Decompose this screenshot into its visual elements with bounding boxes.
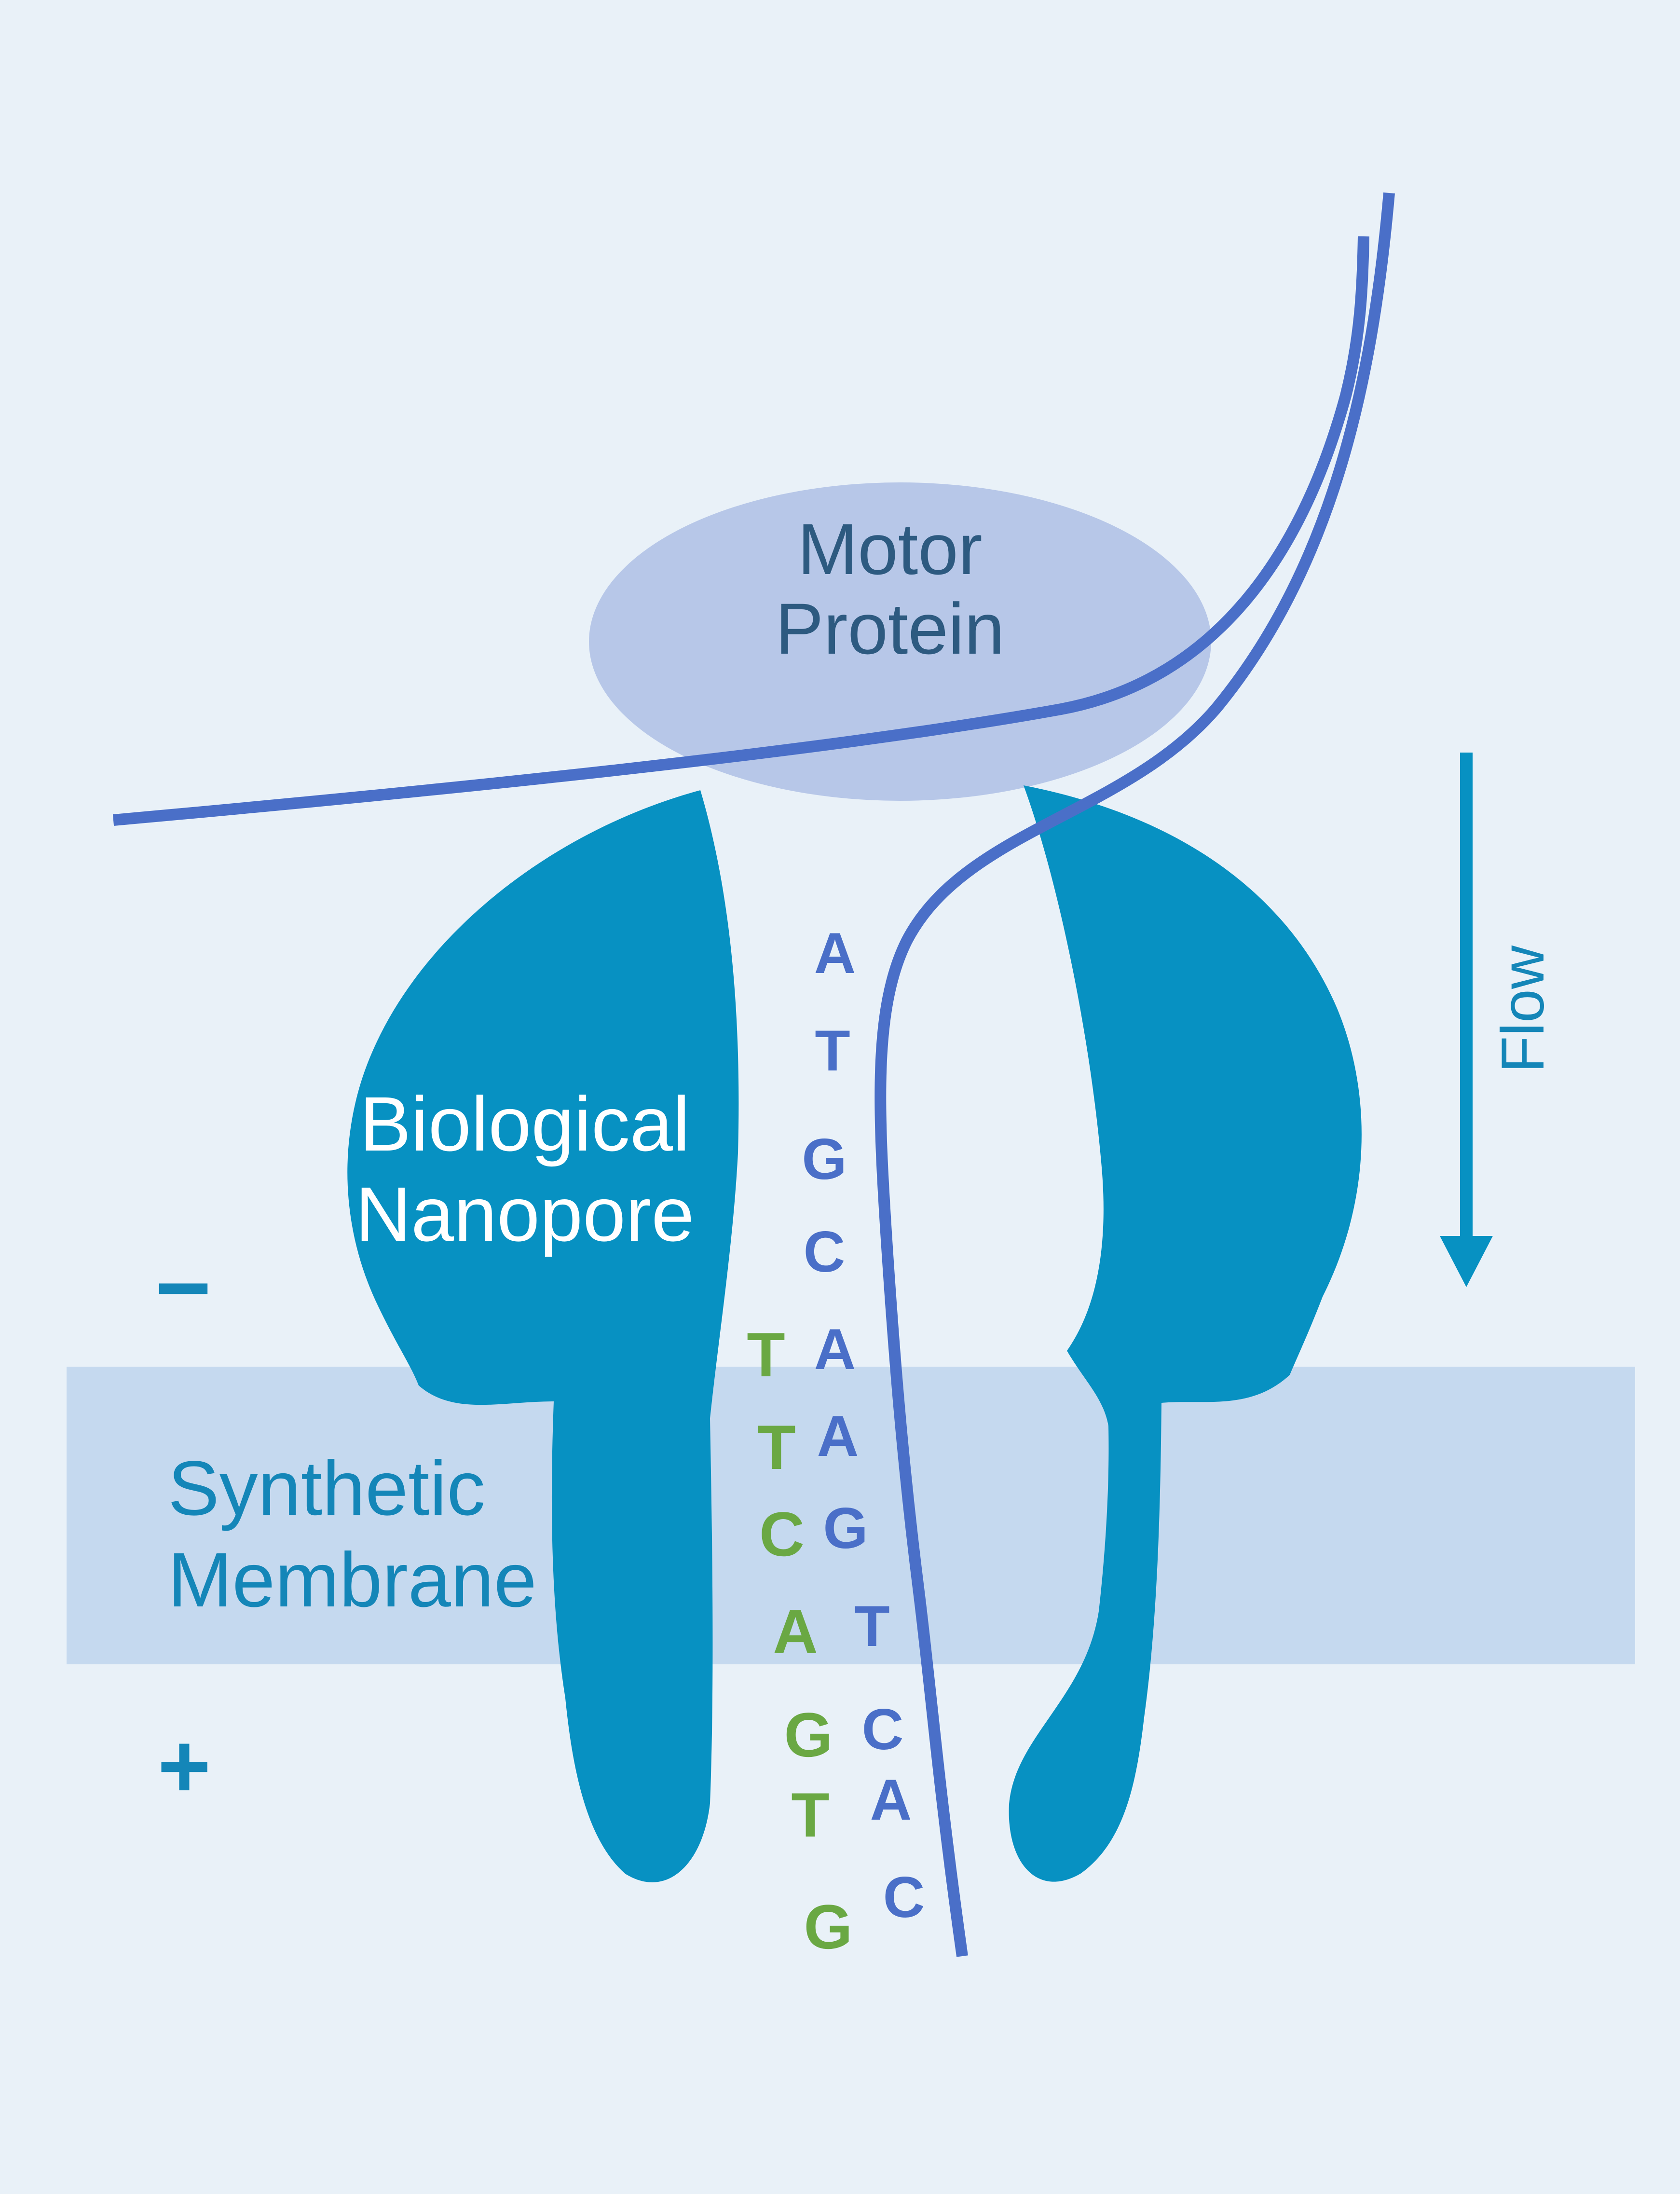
dna-strand-displaced — [112, 236, 1369, 826]
nucleotide-letter: T — [757, 1412, 795, 1482]
nucleotide-letter: A — [773, 1596, 818, 1667]
synthetic-membrane-label-line2: Membrane — [168, 1536, 537, 1623]
flow-arrow-head — [1440, 1236, 1493, 1287]
motor-protein-blob — [589, 482, 1211, 801]
flow-label: Flow — [1489, 945, 1557, 1073]
nucleotide-letter: G — [804, 1892, 852, 1962]
biological-nanopore-label-line1: Biological — [360, 1081, 690, 1167]
nucleotide-letter: A — [814, 921, 856, 986]
nucleotide-letter: G — [823, 1496, 868, 1561]
nanopore-right-half — [1009, 785, 1362, 1882]
flow-down-arrow-icon — [1440, 753, 1493, 1287]
nucleotide-letter: T — [854, 1594, 889, 1659]
nucleotide-letter: A — [814, 1317, 856, 1382]
nucleotide-letter: G — [802, 1127, 847, 1192]
nanopore-left-half — [347, 790, 739, 1882]
nucleotide-letter: T — [791, 1780, 829, 1850]
biological-nanopore-label-line2: Nanopore — [355, 1171, 695, 1257]
nucleotide-letter: T — [747, 1319, 785, 1390]
nucleotide-letter: T — [815, 1018, 850, 1083]
nucleotide-letter: C — [804, 1220, 846, 1284]
synthetic-membrane-label-line1: Synthetic — [168, 1445, 485, 1531]
plus-charge-icon: + — [158, 1715, 211, 1817]
dna-strand-template — [874, 192, 1395, 1957]
synthetic-membrane-band — [67, 1367, 1635, 1664]
nucleotide-letter: A — [817, 1404, 859, 1468]
minus-charge-icon: − — [155, 1234, 212, 1342]
motor-protein-label-line2: Protein — [775, 588, 1004, 669]
nucleotide-letter: C — [862, 1697, 904, 1762]
nucleotide-letter: C — [883, 1865, 925, 1930]
nucleotide-letter: C — [759, 1499, 805, 1569]
nucleotide-letter: G — [784, 1700, 833, 1770]
motor-protein-label-line1: Motor — [797, 508, 982, 590]
nucleotide-letter: A — [870, 1768, 912, 1832]
